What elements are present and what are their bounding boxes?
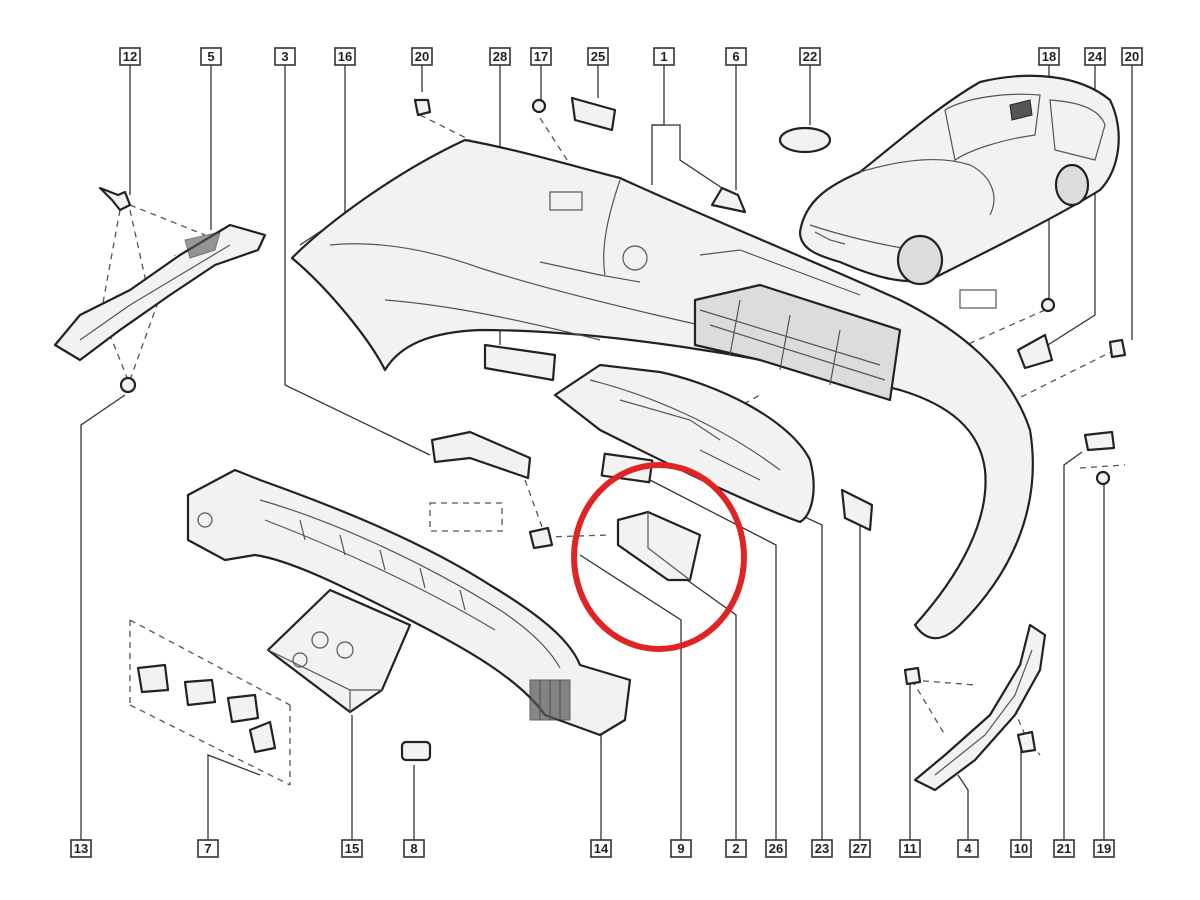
svg-text:12: 12 bbox=[123, 49, 137, 64]
callout-14: 14 bbox=[590, 839, 612, 858]
car-illustration bbox=[798, 74, 1120, 286]
svg-text:26: 26 bbox=[769, 841, 783, 856]
callout-8: 8 bbox=[403, 839, 425, 858]
callout-10: 10 bbox=[1010, 839, 1032, 858]
callout-4: 4 bbox=[957, 839, 979, 858]
svg-text:17: 17 bbox=[534, 49, 548, 64]
svg-text:10: 10 bbox=[1014, 841, 1028, 856]
svg-text:15: 15 bbox=[345, 841, 359, 856]
callout-5: 5 bbox=[200, 47, 222, 66]
reinforcement-beam bbox=[186, 468, 632, 737]
svg-text:9: 9 bbox=[677, 841, 684, 856]
svg-text:6: 6 bbox=[732, 49, 739, 64]
svg-text:25: 25 bbox=[591, 49, 605, 64]
svg-text:1: 1 bbox=[660, 49, 667, 64]
svg-text:13: 13 bbox=[74, 841, 88, 856]
svg-text:14: 14 bbox=[594, 841, 609, 856]
callout-12: 12 bbox=[119, 47, 141, 66]
callout-13: 13 bbox=[70, 839, 92, 858]
right-side-bracket bbox=[913, 623, 1047, 792]
callout-15: 15 bbox=[341, 839, 363, 858]
callout-19: 19 bbox=[1093, 839, 1115, 858]
svg-text:20: 20 bbox=[1125, 49, 1139, 64]
svg-text:19: 19 bbox=[1097, 841, 1111, 856]
svg-text:21: 21 bbox=[1057, 841, 1071, 856]
svg-text:18: 18 bbox=[1042, 49, 1056, 64]
svg-text:7: 7 bbox=[204, 841, 211, 856]
callout-2: 2 bbox=[725, 839, 747, 858]
svg-text:22: 22 bbox=[803, 49, 817, 64]
svg-text:16: 16 bbox=[338, 49, 352, 64]
svg-text:11: 11 bbox=[903, 841, 917, 856]
highlight-circle bbox=[571, 462, 747, 652]
callout-9: 9 bbox=[670, 839, 692, 858]
callout-28: 28 bbox=[489, 47, 511, 66]
callout-20-top-left: 20 bbox=[411, 47, 433, 66]
callout-6: 6 bbox=[725, 47, 747, 66]
callout-3: 3 bbox=[274, 47, 296, 66]
callout-24: 24 bbox=[1084, 47, 1106, 66]
callout-11: 11 bbox=[899, 839, 921, 858]
small-parts bbox=[98, 96, 1127, 762]
callout-20-top-right: 20 bbox=[1121, 47, 1143, 66]
svg-text:20: 20 bbox=[415, 49, 429, 64]
callout-18: 18 bbox=[1038, 47, 1060, 66]
callout-16: 16 bbox=[334, 47, 356, 66]
bumper-cover bbox=[290, 138, 1034, 640]
svg-text:2: 2 bbox=[732, 841, 739, 856]
callout-21: 21 bbox=[1053, 839, 1075, 858]
callout-1: 1 bbox=[653, 47, 675, 66]
callout-7: 7 bbox=[197, 839, 219, 858]
callout-22: 22 bbox=[799, 47, 821, 66]
svg-text:27: 27 bbox=[853, 841, 867, 856]
callout-23: 23 bbox=[811, 839, 833, 858]
svg-text:24: 24 bbox=[1088, 49, 1103, 64]
callout-27: 27 bbox=[849, 839, 871, 858]
left-side-bracket bbox=[53, 223, 267, 362]
callout-25: 25 bbox=[587, 47, 609, 66]
svg-text:3: 3 bbox=[281, 49, 288, 64]
svg-text:8: 8 bbox=[410, 841, 417, 856]
callout-17: 17 bbox=[530, 47, 552, 66]
svg-text:4: 4 bbox=[964, 841, 972, 856]
callout-26: 26 bbox=[765, 839, 787, 858]
assembly-guides bbox=[97, 114, 1126, 786]
svg-text:28: 28 bbox=[493, 49, 507, 64]
svg-text:5: 5 bbox=[207, 49, 214, 64]
svg-text:23: 23 bbox=[815, 841, 829, 856]
